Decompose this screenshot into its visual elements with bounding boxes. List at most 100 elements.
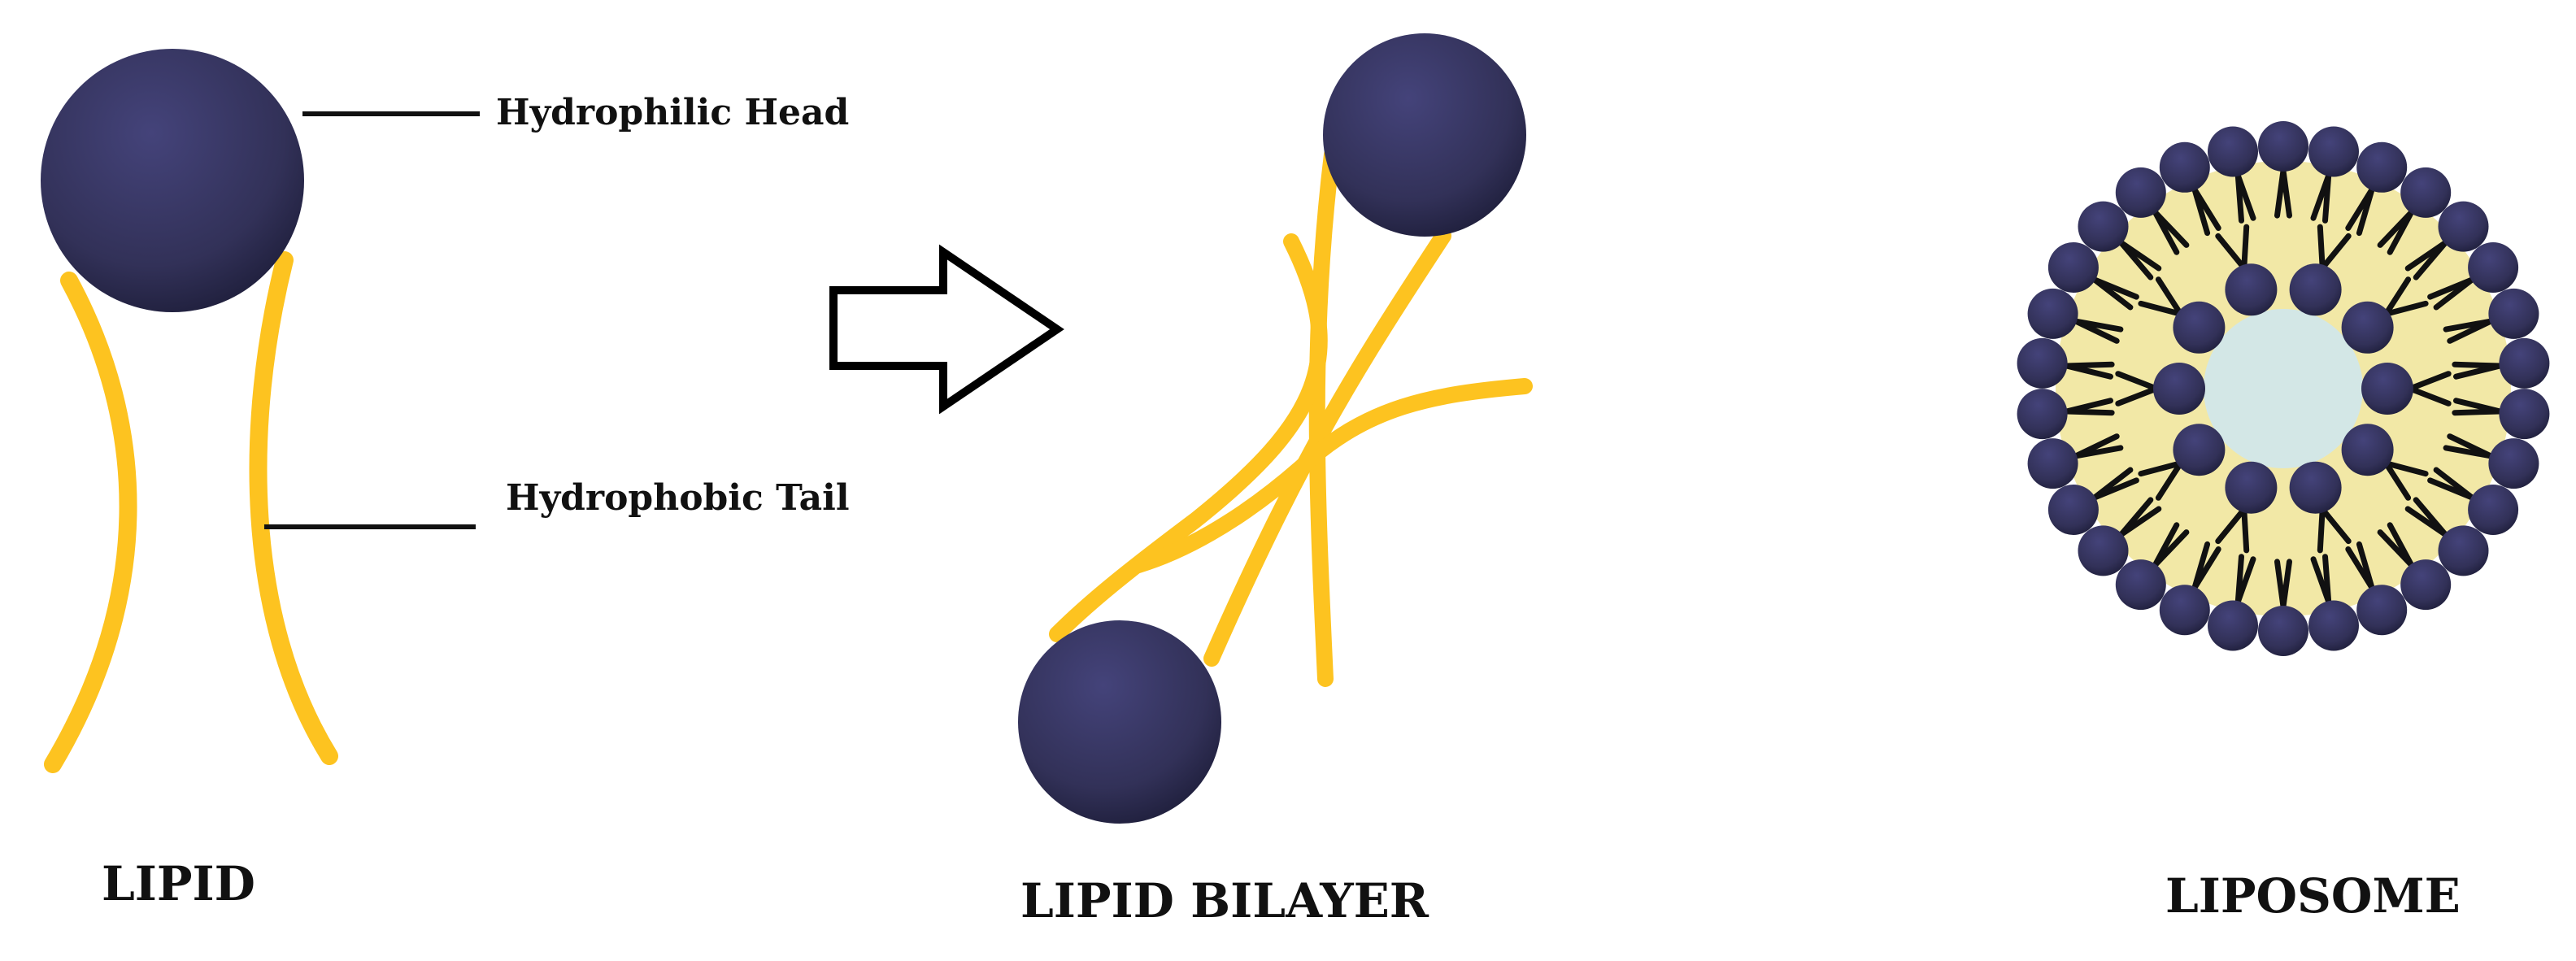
liposome-outer-head [2468, 242, 2519, 293]
liposome-inner-head [2225, 461, 2278, 514]
liposome-tail [2118, 240, 2162, 272]
liposome-tail [2322, 172, 2332, 224]
liposome-tail [2280, 167, 2292, 219]
liposome-tail [2152, 209, 2190, 248]
liposome-outer-head [2499, 389, 2550, 440]
liposome-outer-head [2159, 141, 2210, 193]
liposome-outer-head [2488, 438, 2539, 489]
liposome-tail [2317, 224, 2326, 272]
bilayer-tail-1 [1308, 146, 1340, 687]
lipid-head [41, 49, 304, 312]
liposome-tail [2155, 276, 2184, 317]
liposome-tail [2241, 224, 2250, 272]
liposome-tail [2138, 460, 2184, 477]
liposome-tail [2356, 186, 2375, 237]
hydrophobic-tail-label: Hydrophobic Tail [506, 477, 850, 519]
liposome-outer-head [2208, 600, 2258, 651]
liposome-inner-head [2173, 424, 2226, 476]
lipid-molecule [41, 49, 338, 773]
liposome-tail [2064, 398, 2113, 415]
liposome-inner-head [2153, 363, 2205, 415]
liposome-tail [2382, 276, 2412, 317]
lipid-tail-right [249, 251, 338, 765]
liposome-tail [2115, 371, 2160, 392]
liposome-tail [2215, 233, 2247, 272]
liposome-tail [2138, 300, 2184, 317]
liposome-tail [2073, 433, 2120, 459]
liposome-tail [2453, 363, 2503, 380]
liposome-tail [2234, 554, 2244, 605]
liposome-tail [2452, 408, 2503, 416]
lipid-tail-left [44, 272, 137, 773]
liposome-core [2204, 309, 2363, 468]
liposome-outer-head [2438, 201, 2489, 252]
liposome-tail [2073, 318, 2124, 333]
liposome-caption: LIPOSOME [2165, 868, 2461, 924]
liposome-outer-head [2047, 485, 2099, 535]
liposome-tail [2310, 556, 2332, 605]
liposome-tail [2382, 300, 2429, 317]
liposome-tail [2319, 233, 2352, 272]
right-arrow-outline-icon [829, 244, 1064, 415]
liposome-tail [2382, 460, 2412, 501]
liposome-outer-head [2078, 525, 2129, 576]
lipid-bilayer [1018, 33, 1533, 824]
liposome-tails [2064, 167, 2503, 610]
liposome-tail [2377, 529, 2414, 568]
liposome-tail [2274, 559, 2287, 610]
liposome-tail [2152, 522, 2180, 568]
liposome-outer-head [2356, 585, 2408, 636]
liposome-outer-head [2078, 201, 2129, 252]
liposome-tail [2091, 467, 2134, 501]
liposome-tail [2443, 445, 2494, 459]
liposome-inner-head [2225, 263, 2278, 316]
liposome-tail [2317, 506, 2326, 554]
liposome-tail [2404, 506, 2448, 537]
liposome-tail [2427, 477, 2475, 501]
liposome-tail [2191, 186, 2221, 231]
liposome-tail [2413, 240, 2448, 280]
lipid-caption: LIPID [102, 856, 255, 911]
liposome-tail [2215, 506, 2247, 545]
liposome-outer-head [2115, 559, 2166, 611]
liposome-inner-head [2361, 363, 2413, 415]
liposome-tail [2241, 506, 2250, 554]
liposome-tail [2433, 276, 2475, 311]
liposome-tail [2091, 276, 2139, 300]
liposome-tail [2191, 541, 2211, 591]
liposome-tail [2345, 546, 2375, 591]
liposome-inner-head [2289, 461, 2342, 514]
liposome-outer-head [2499, 337, 2550, 389]
liposome-tail [2319, 506, 2352, 545]
liposome-outer-head [2468, 485, 2519, 535]
liposome-tail [2115, 385, 2160, 407]
liposome-inner-head [2341, 301, 2394, 354]
liposome-tail [2387, 209, 2414, 255]
liposome-tail [2407, 385, 2452, 407]
bilayer-tail-3 [1049, 233, 1328, 642]
liposome-outer-head [2115, 167, 2166, 218]
liposome-tail [2118, 497, 2154, 537]
liposome-outer-head [2488, 288, 2539, 339]
liposome-inner-head [2341, 424, 2394, 476]
liposome-outer-head [2208, 126, 2258, 177]
liposome-outer-head [2438, 525, 2489, 576]
liposome-tail [2382, 460, 2429, 477]
bilayer-head-bottom [1018, 620, 1221, 824]
liposome-outer-leaflet [2017, 121, 2550, 656]
liposome-outer-head [2258, 121, 2308, 172]
liposome-tail [2155, 460, 2184, 501]
liposome-tail [2064, 361, 2115, 369]
liposome-outer-head [2027, 288, 2078, 339]
liposome-outer-head [2047, 242, 2099, 293]
liposome-outer-head [2308, 126, 2359, 177]
liposome-outer-head [2159, 585, 2210, 636]
liposome-outer-head [2258, 606, 2308, 656]
bilayer-head-top [1323, 33, 1526, 237]
liposome-outer-head [2308, 600, 2359, 651]
bilayer-tail-2 [1203, 228, 1451, 667]
hydrophilic-head-label: Hydrophilic Head [496, 92, 849, 133]
liposome-tail [2407, 371, 2452, 392]
lipid-bilayer-caption: LIPID BILAYER [1020, 873, 1429, 928]
